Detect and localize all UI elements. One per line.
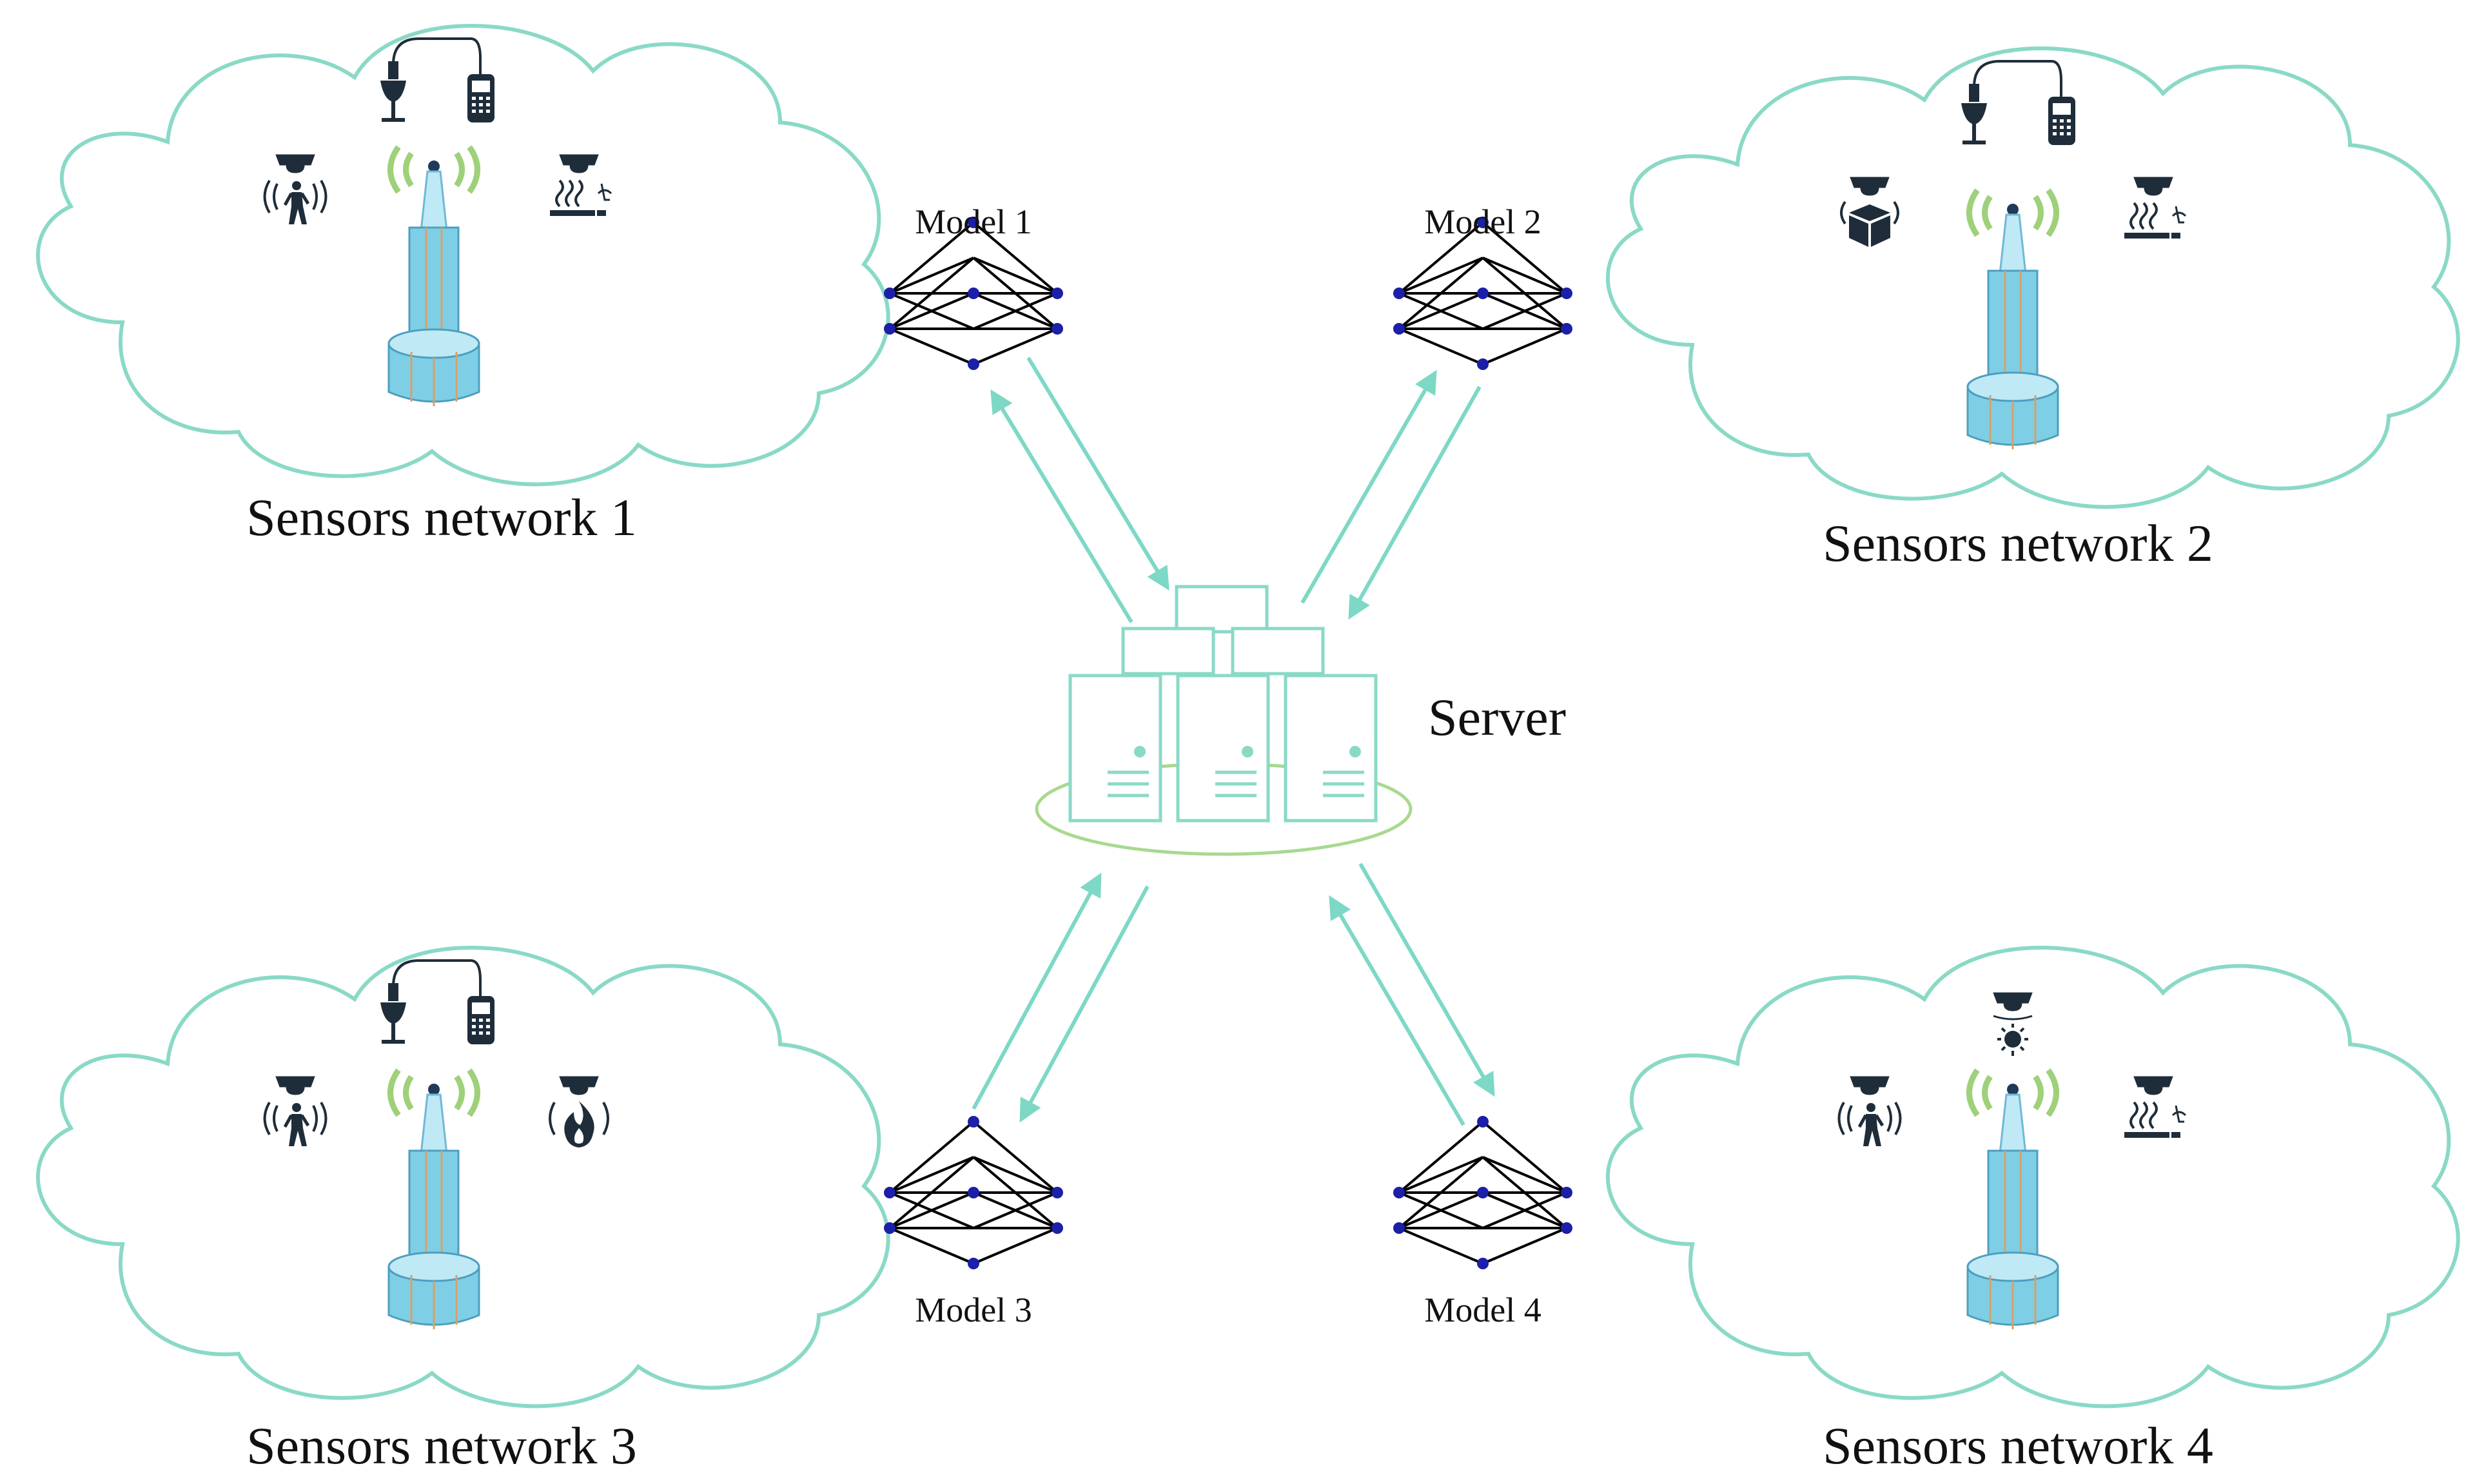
neural-network-model-4-icon bbox=[1392, 1115, 1574, 1271]
fire-sensor-icon bbox=[550, 1077, 608, 1147]
arrows bbox=[972, 356, 1495, 1126]
base-station-tower-icon bbox=[1968, 1070, 2058, 1329]
cloud-network-1 bbox=[38, 26, 888, 484]
light-sensor-icon bbox=[1993, 993, 2032, 1056]
server-label: Server bbox=[1428, 688, 1566, 747]
smoke-sensor-icon bbox=[550, 155, 611, 216]
model-4-label: Model 4 bbox=[1424, 1291, 1541, 1329]
base-station-tower-icon bbox=[1968, 190, 2058, 449]
network-3-label: Sensors network 3 bbox=[246, 1416, 637, 1475]
arrow-server-to-model3 bbox=[1019, 885, 1150, 1123]
cloud-network-3 bbox=[38, 948, 888, 1406]
arrow-server-to-model1 bbox=[990, 389, 1133, 623]
motion-sensor-icon bbox=[265, 1077, 326, 1146]
smoke-sensor-icon bbox=[2124, 1077, 2186, 1138]
network-4-label: Sensors network 4 bbox=[1823, 1416, 2213, 1475]
smoke-sensor-icon bbox=[2124, 177, 2186, 239]
arrow-server-to-model4 bbox=[1358, 863, 1495, 1097]
model-1-label: Model 1 bbox=[915, 202, 1032, 241]
base-station-tower-icon bbox=[389, 147, 479, 406]
motion-sensor-icon bbox=[1839, 1077, 1901, 1146]
motion-sensor-icon bbox=[265, 155, 326, 224]
model-2-label: Model 2 bbox=[1424, 202, 1541, 241]
arrow-model1-to-server bbox=[1026, 356, 1169, 591]
server-icon bbox=[1035, 585, 1413, 856]
arrow-model3-to-server bbox=[972, 872, 1102, 1110]
arrow-model2-to-server bbox=[1348, 386, 1482, 620]
water-quality-sensor-icon bbox=[379, 959, 496, 1046]
water-quality-sensor-icon bbox=[1960, 60, 2077, 146]
network-2-label: Sensors network 2 bbox=[1823, 514, 2213, 572]
package-sensor-icon bbox=[1841, 177, 1898, 247]
base-station-tower-icon bbox=[389, 1070, 479, 1329]
arrow-model4-to-server bbox=[1329, 895, 1465, 1126]
neural-network-model-3-icon bbox=[883, 1115, 1064, 1271]
network-1-label: Sensors network 1 bbox=[246, 488, 637, 547]
arrow-server-to-model2 bbox=[1300, 369, 1437, 604]
model-3-label: Model 3 bbox=[915, 1291, 1032, 1329]
water-quality-sensor-icon bbox=[379, 37, 496, 124]
